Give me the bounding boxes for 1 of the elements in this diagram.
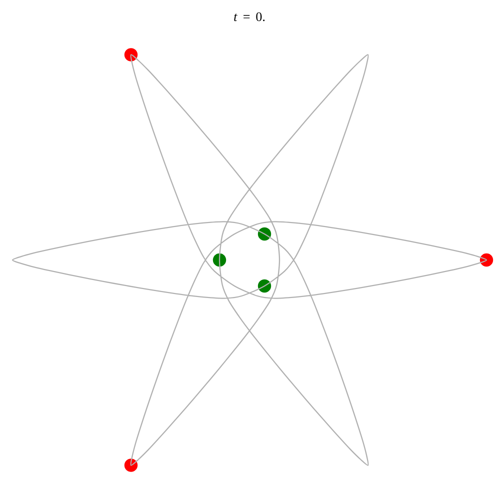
title: t = 0. [234, 12, 265, 22]
